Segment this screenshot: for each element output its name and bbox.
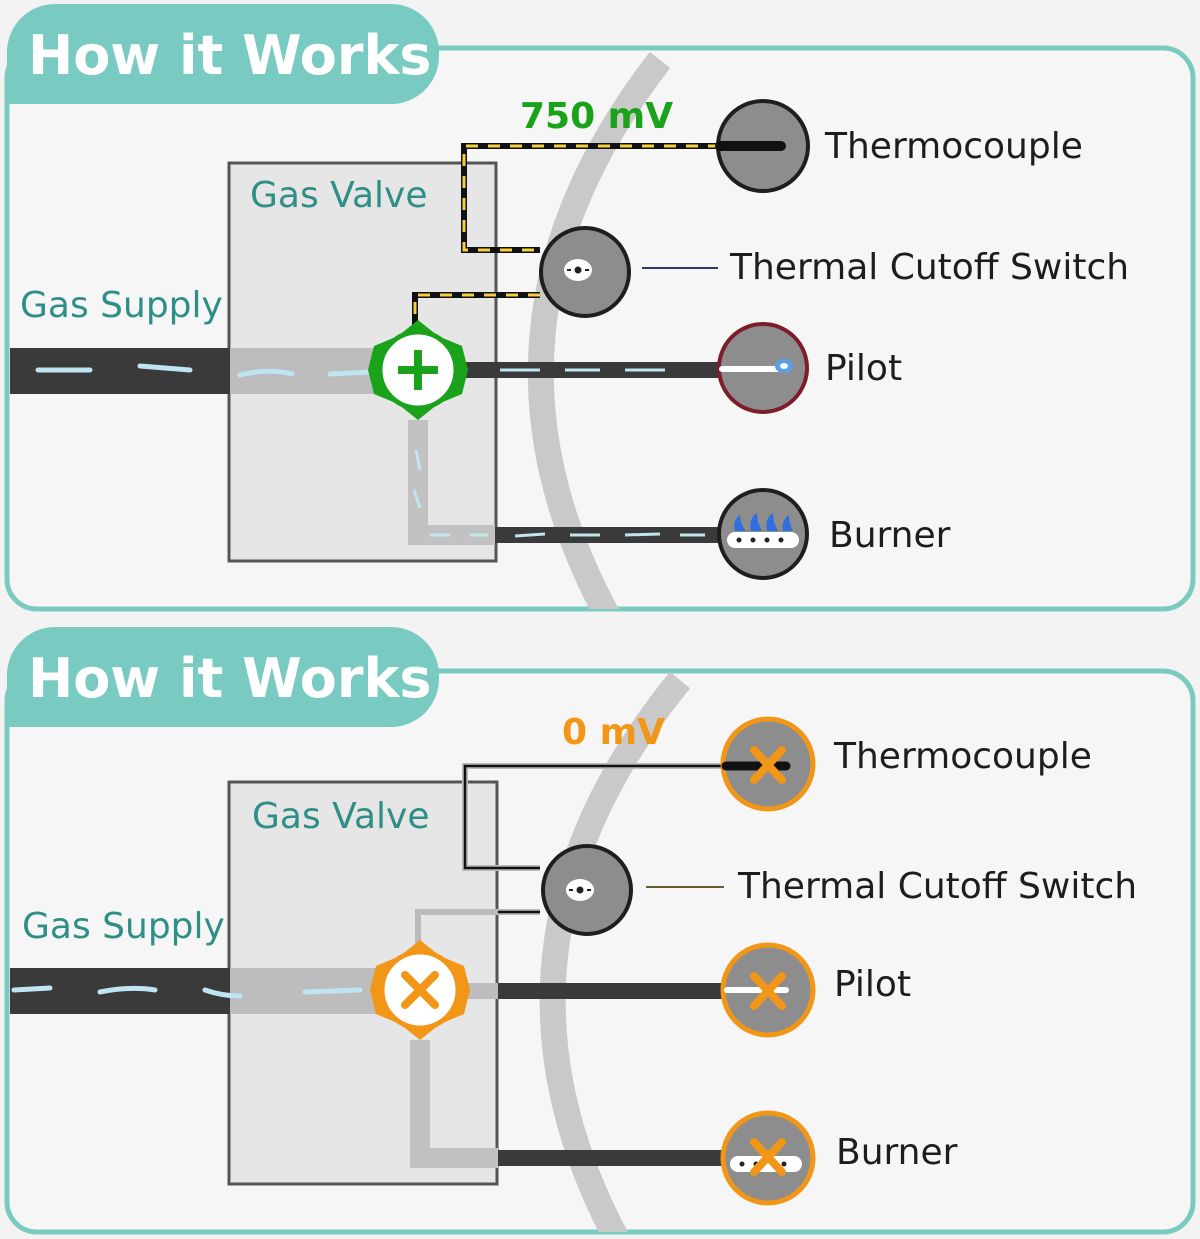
gas-valve-label: Gas Valve xyxy=(250,175,428,216)
component-label-burner: Burner xyxy=(829,515,951,556)
heading-tab: How it Works xyxy=(7,627,439,727)
component-label-pilot: Pilot xyxy=(834,964,911,1005)
component-label-thermocouple: Thermocouple xyxy=(824,126,1083,167)
component-label-thermal-cutoff-switch: Thermal Cutoff Switch xyxy=(729,247,1129,288)
cross-icon xyxy=(370,940,470,1040)
pilot-off-icon xyxy=(720,942,816,1038)
burner-flame-icon xyxy=(717,488,809,580)
voltage-label: 0 mV xyxy=(562,712,665,753)
voltage-label: 750 mV xyxy=(520,96,673,137)
thermal-switch-icon xyxy=(539,226,631,318)
burner-off-icon xyxy=(720,1110,816,1206)
pilot-flame-icon xyxy=(717,322,809,414)
burner-tube xyxy=(495,527,720,543)
heading-tab: How it Works xyxy=(7,4,439,104)
gas-flow-marks xyxy=(11,985,363,999)
thermal-switch-icon xyxy=(541,844,633,936)
pilot-tube-inside xyxy=(462,983,500,999)
thermocouple-icon xyxy=(715,99,810,193)
component-label-burner: Burner xyxy=(836,1132,958,1173)
gas-supply-label: Gas Supply xyxy=(22,906,225,947)
component-label-thermal-cutoff-switch: Thermal Cutoff Switch xyxy=(737,866,1137,907)
gas-supply-label: Gas Supply xyxy=(20,285,223,326)
panel-active: How it Works Gas Valve Gas Supply 750 mV xyxy=(4,4,1196,612)
thermocouple-off-icon xyxy=(720,716,816,812)
gas-valve-label: Gas Valve xyxy=(252,796,430,837)
component-label-thermocouple: Thermocouple xyxy=(833,736,1092,777)
burner-tube-inside xyxy=(410,1040,498,1168)
plus-icon xyxy=(368,320,468,420)
burner-tube xyxy=(498,1150,723,1166)
panel-fault: How it Works Gas Valve Gas Supply 0 mV xyxy=(4,627,1196,1235)
burner-flow-marks xyxy=(412,449,705,538)
heading-title: How it Works xyxy=(28,647,432,710)
pilot-tube xyxy=(498,983,723,999)
heading-title: How it Works xyxy=(28,24,432,87)
component-label-pilot: Pilot xyxy=(825,348,902,389)
gas-flow-marks xyxy=(35,363,375,378)
